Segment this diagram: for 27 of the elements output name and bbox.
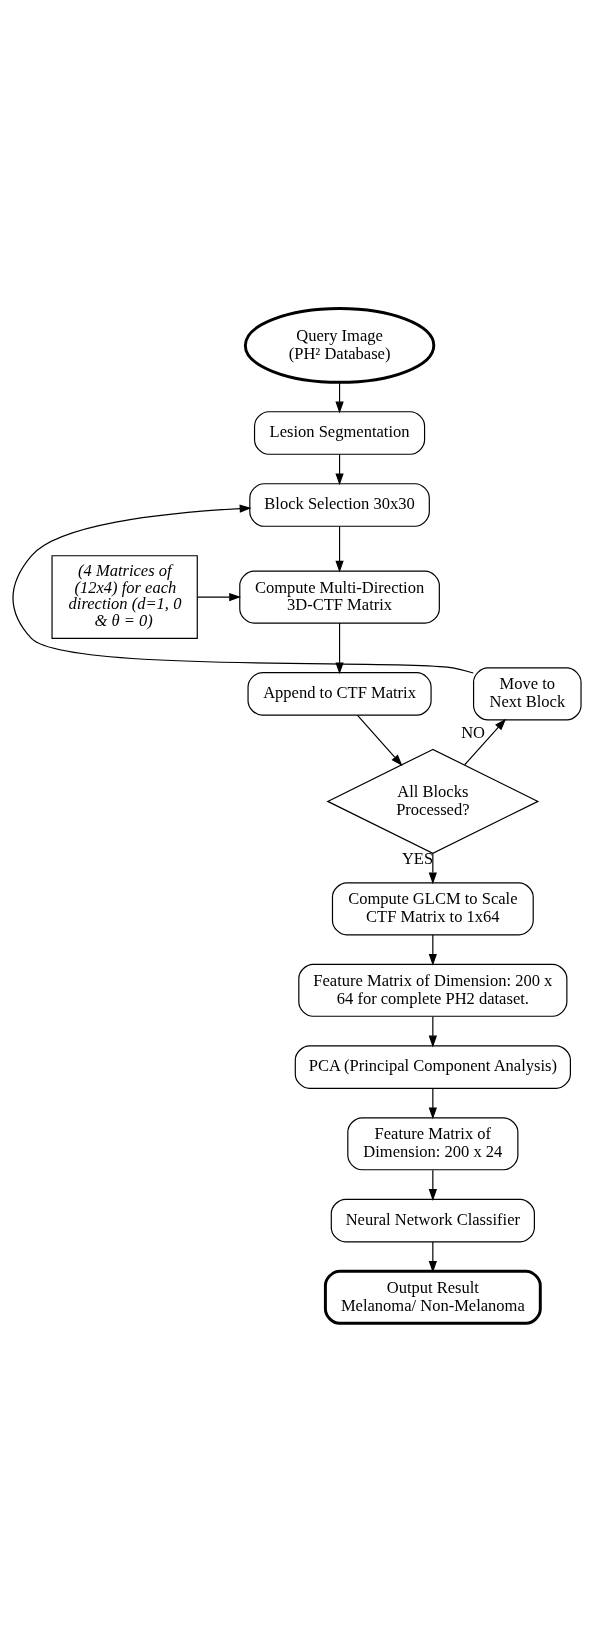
node-box: Compute GLCM to Scale CTF Matrix to 1x64 [331, 881, 534, 935]
node-box: Neural Network Classifier [330, 1198, 535, 1242]
arrow [428, 1015, 437, 1047]
arrow [428, 852, 437, 884]
node-box: Feature Matrix of Dimension: 200 x 64 for complete PH2 dataset. [298, 963, 568, 1017]
node-box: Output Result Melanoma/ Non-Melanoma [323, 1269, 542, 1325]
node-box: Feature Matrix of Dimension: 200 x 24 [347, 1116, 519, 1170]
arrow [335, 381, 344, 413]
node-box: Move to Next Block [473, 666, 582, 720]
arrow [335, 525, 344, 573]
arrow [356, 714, 403, 766]
node-box: PCA (Principal Component Analysis) [294, 1044, 571, 1089]
arrow [464, 718, 507, 765]
arrow [197, 592, 242, 601]
arrow [335, 453, 344, 485]
arrow [428, 1169, 437, 1201]
node-box: Append to CTF Matrix [247, 671, 432, 716]
node-box: Lesion Segmentation [253, 410, 426, 455]
arrow [428, 1240, 437, 1273]
arrow [428, 1087, 437, 1119]
edge-label: NO [461, 722, 486, 742]
arrow [428, 933, 437, 966]
node-box: Compute Multi-Direction 3D-CTF Matrix [239, 570, 440, 624]
node-diamond: All Blocks Processed? [326, 748, 540, 854]
node-ellipse: Query Image (PH² Database) [243, 306, 436, 384]
node-box: Block Selection 30x30 [249, 482, 430, 527]
node-box: (4 Matrices of (12x4) for each direction (d=1, 0 & θ = 0) [51, 554, 198, 639]
